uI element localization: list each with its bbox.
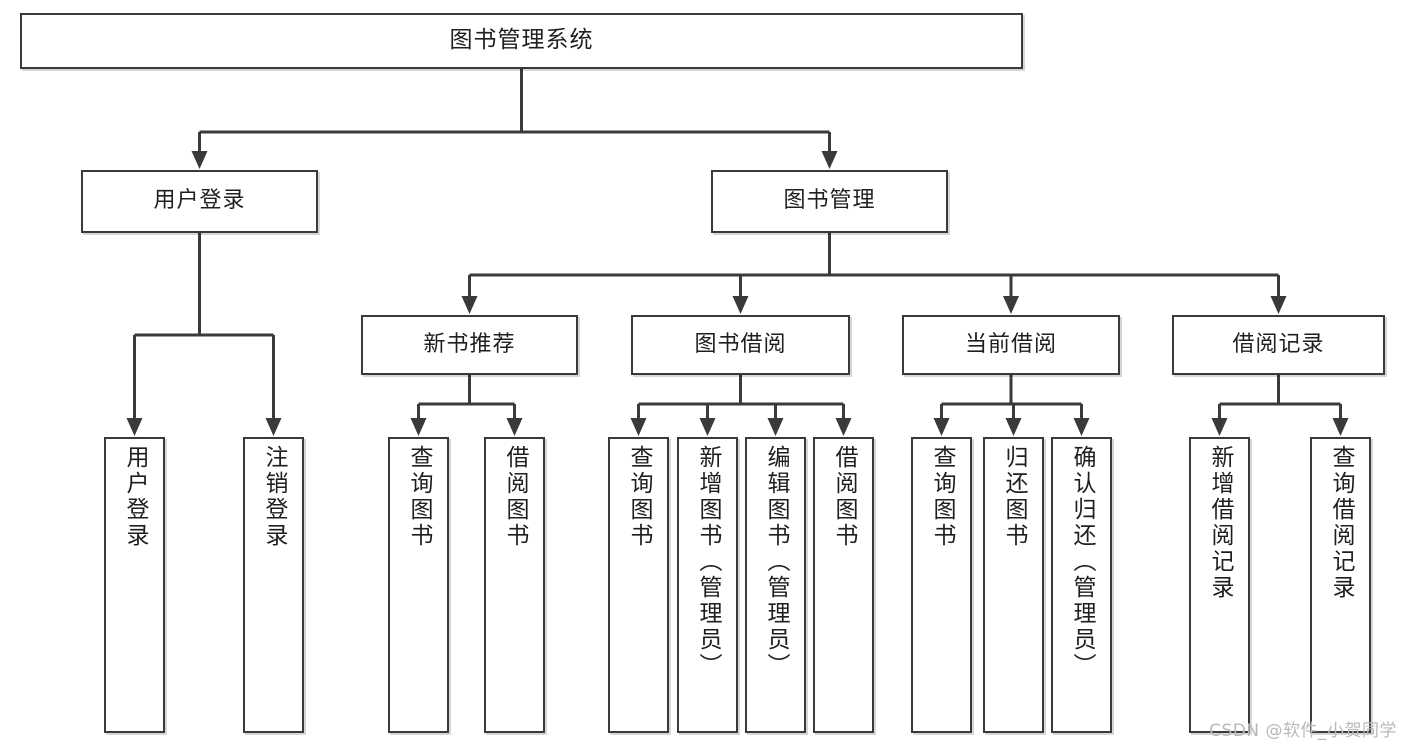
node-label: 新增借阅记录 [1207, 445, 1233, 601]
node-label: 新增图书（管理员） [695, 445, 721, 679]
node-leaf-add-book: 新增图书（管理员） [677, 437, 738, 733]
arrowhead-icon [767, 418, 784, 436]
node-leaf-login: 用户登录 [104, 437, 165, 733]
arrowhead-icon [835, 418, 852, 436]
arrowhead-icon [1005, 418, 1022, 436]
arrowhead-icon [1332, 418, 1349, 436]
node-l3-history: 借阅记录 [1172, 315, 1385, 375]
node-leaf-edit-book: 编辑图书（管理员） [745, 437, 806, 733]
arrowhead-icon [1270, 296, 1287, 314]
node-label: 用户登录 [122, 445, 148, 549]
node-leaf-q3: 查询图书 [911, 437, 972, 733]
node-l3-current: 当前借阅 [902, 315, 1120, 375]
node-leaf-q2: 查询图书 [608, 437, 669, 733]
node-label: 借阅图书 [502, 445, 528, 549]
node-label: 图书管理系统 [449, 27, 594, 54]
node-l2-login: 用户登录 [81, 170, 318, 233]
node-leaf-return: 归还图书 [983, 437, 1044, 733]
node-label: 图书管理 [783, 188, 876, 214]
node-label: 查询图书 [626, 445, 652, 549]
arrowhead-icon [461, 296, 478, 314]
node-label: 查询图书 [929, 445, 955, 549]
arrowhead-icon [126, 418, 143, 436]
node-label: 注销登录 [261, 445, 287, 549]
node-label: 用户登录 [153, 188, 246, 214]
arrowhead-icon [265, 418, 282, 436]
node-label: 当前借阅 [964, 331, 1057, 357]
node-label: 借阅记录 [1232, 331, 1325, 357]
node-leaf-add-rec: 新增借阅记录 [1189, 437, 1250, 733]
arrowhead-icon [410, 418, 427, 436]
arrowhead-icon [933, 418, 950, 436]
arrowhead-icon [699, 418, 716, 436]
arrowhead-icon [630, 418, 647, 436]
arrowhead-icon [191, 151, 208, 169]
arrowhead-icon [1073, 418, 1090, 436]
node-leaf-confirm: 确认归还（管理员） [1051, 437, 1112, 733]
node-label: 归还图书 [1001, 445, 1027, 549]
node-label: 图书借阅 [694, 331, 787, 357]
arrowhead-icon [821, 151, 838, 169]
arrowhead-icon [732, 296, 749, 314]
node-l2-books: 图书管理 [711, 170, 948, 233]
node-label: 查询借阅记录 [1328, 445, 1354, 601]
node-label: 借阅图书 [831, 445, 857, 549]
watermark-text: CSDN @软件_小贺同学 [1209, 721, 1397, 741]
node-label: 编辑图书（管理员） [763, 445, 789, 679]
node-leaf-logout: 注销登录 [243, 437, 304, 733]
node-leaf-b1: 借阅图书 [484, 437, 545, 733]
node-label: 新书推荐 [423, 331, 516, 357]
node-l3-newrec: 新书推荐 [361, 315, 578, 375]
node-label: 确认归还（管理员） [1069, 445, 1095, 679]
node-label: 查询图书 [406, 445, 432, 549]
arrowhead-icon [1003, 296, 1019, 314]
arrowhead-icon [506, 418, 523, 436]
node-leaf-q1: 查询图书 [388, 437, 449, 733]
node-root: 图书管理系统 [20, 13, 1023, 69]
arrowhead-icon [1211, 418, 1228, 436]
node-leaf-q-rec: 查询借阅记录 [1310, 437, 1371, 733]
node-leaf-b2: 借阅图书 [813, 437, 874, 733]
node-l3-borrow: 图书借阅 [631, 315, 850, 375]
